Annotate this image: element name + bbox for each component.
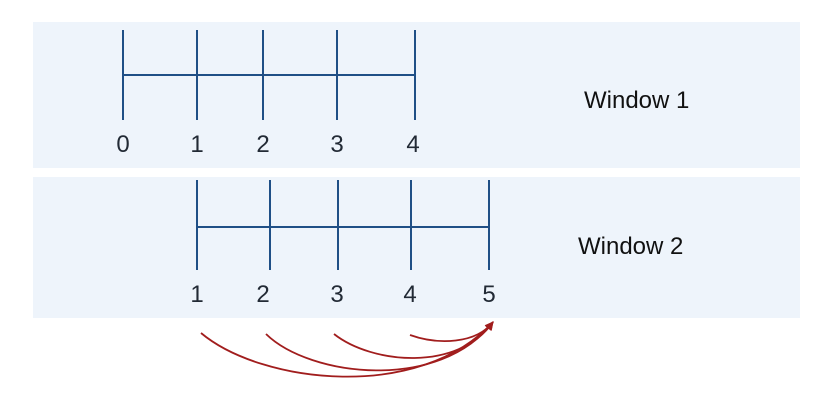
window-1-tick-label: 4	[406, 131, 419, 158]
window-2-tick-label: 3	[330, 281, 343, 308]
window-1-title: Window 1	[584, 87, 689, 114]
window-2-title: Window 2	[578, 233, 683, 260]
shift-arrows	[200, 321, 494, 378]
window-1-axis: 0 1 2 3 4	[116, 30, 420, 158]
window-1-tick-label: 1	[190, 131, 203, 158]
window-2-axis: 1 2 3 4 5	[190, 180, 496, 308]
window-2-tick-label: 5	[482, 281, 495, 308]
window-2-tick-label: 4	[403, 281, 416, 308]
window-2-tick-label: 2	[256, 281, 269, 308]
window-1-tick-label: 0	[116, 131, 129, 158]
arrow-from-3	[333, 321, 494, 359]
window-1-tick-label: 3	[330, 131, 343, 158]
window-1-tick-label: 2	[256, 131, 269, 158]
window-2-panel	[33, 177, 800, 318]
arrow-from-4	[409, 321, 494, 342]
arrow-from-2	[265, 321, 494, 372]
window-2-tick-label: 1	[190, 281, 203, 308]
window-1-panel	[33, 22, 800, 168]
